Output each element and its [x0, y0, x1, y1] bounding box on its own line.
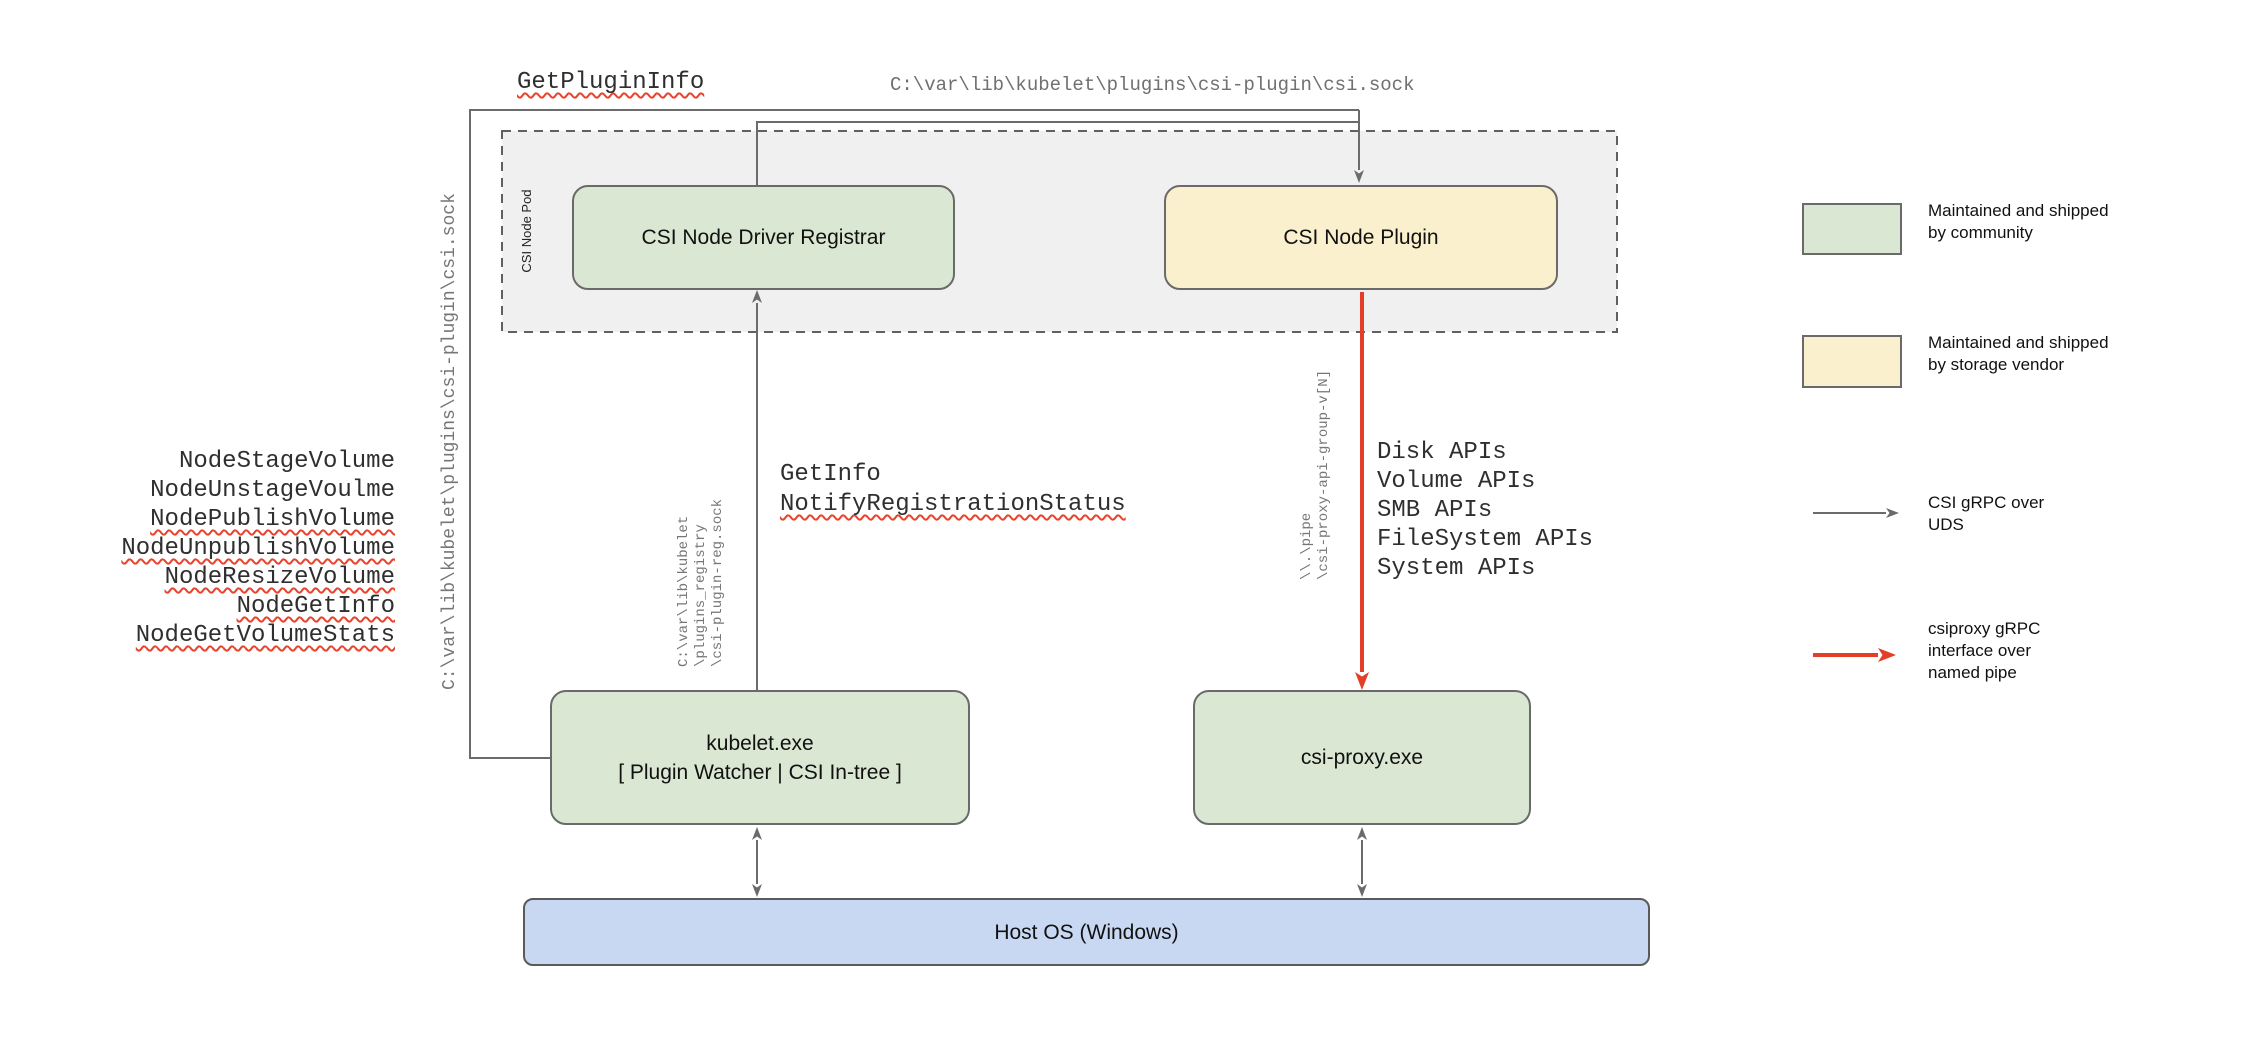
legend-vendor-label: Maintained and shipped by storage vendor: [1928, 333, 2109, 374]
csi-proxy-label: csi-proxy.exe: [1300, 746, 1424, 769]
kubelet-label-line1: kubelet.exe: [706, 731, 814, 755]
node-rpc-item: NodeResizeVolume: [164, 564, 395, 591]
registry-socket-path-label: C:\var\lib\kubelet \plugins_registry \cs…: [676, 498, 726, 667]
kubelet-label-line2: [ Plugin Watcher | CSI In-tree ]: [618, 760, 902, 784]
legend-community-swatch: [1802, 203, 1902, 255]
registration-rpc-item: NotifyRegistrationStatus: [780, 491, 1126, 518]
csi-node-plugin-box: CSI Node Plugin: [1164, 185, 1558, 290]
host-os-box: Host OS (Windows): [523, 898, 1650, 966]
node-rpc-item: NodeGetInfo: [236, 593, 395, 620]
registration-rpc-item: GetInfo: [780, 461, 881, 488]
proxy-api-item: Volume APIs: [1377, 468, 1536, 495]
legend-community-label: Maintained and shipped by community: [1928, 201, 2109, 242]
get-plugin-info-label: GetPluginInfo: [517, 69, 705, 96]
legend-uds-label: CSI gRPC over UDS: [1928, 493, 2045, 534]
named-pipe-path-label: \\.\pipe \csi-proxy-api-group-v[N]: [1299, 369, 1332, 580]
csi-node-driver-registrar-label: CSI Node Driver Registrar: [641, 226, 886, 249]
csi-proxy-box: csi-proxy.exe: [1193, 690, 1531, 825]
proxy-api-item: SMB APIs: [1377, 497, 1493, 524]
kubelet-box: kubelet.exe [ Plugin Watcher | CSI In-tr…: [550, 690, 970, 825]
legend-vendor-swatch: [1802, 335, 1902, 388]
wire-registrar-to-plugin: [756, 121, 1359, 185]
csi-node-plugin-label: CSI Node Plugin: [1283, 226, 1439, 249]
proxy-api-list: Disk APIs Volume APIs SMB APIs FileSyste…: [1377, 438, 1593, 583]
node-rpc-item: NodeStageVolume: [178, 448, 395, 475]
node-rpc-item: NodeGetVolumeStats: [135, 622, 395, 649]
proxy-api-item: FileSystem APIs: [1377, 526, 1594, 553]
node-rpc-list: NodeStageVolume NodeUnstageVoulme NodePu…: [100, 447, 395, 650]
node-rpc-item: NodePublishVolume: [150, 506, 395, 533]
top-socket-path-label: C:\var\lib\kubelet\plugins\csi-plugin\cs…: [890, 74, 1415, 96]
node-rpc-item: NodeUnpublishVolume: [121, 535, 395, 562]
proxy-api-item: System APIs: [1377, 555, 1536, 582]
csi-node-pod-label: CSI Node Pod: [519, 189, 534, 273]
legend-namedpipe-label: csiproxy gRPC interface over named pipe: [1928, 619, 2041, 682]
csi-node-driver-registrar-box: CSI Node Driver Registrar: [572, 185, 955, 290]
registration-rpc-list: GetInfo NotifyRegistrationStatus: [780, 460, 1126, 520]
left-socket-path-label: C:\var\lib\kubelet\plugins\csi-plugin\cs…: [440, 193, 460, 690]
proxy-api-item: Disk APIs: [1377, 439, 1507, 466]
node-rpc-item: NodeUnstageVoulme: [150, 477, 395, 504]
host-os-label: Host OS (Windows): [994, 920, 1179, 944]
